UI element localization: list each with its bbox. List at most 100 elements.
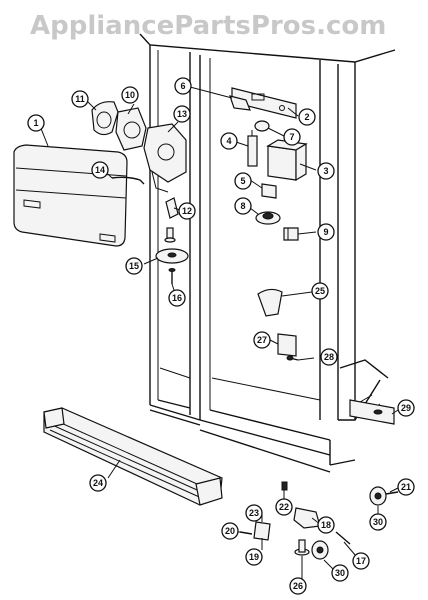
callout-circle xyxy=(27,114,45,132)
callout-circle xyxy=(245,548,263,566)
callout-14: 14 xyxy=(91,161,109,179)
callout-circle xyxy=(320,348,338,366)
callout-circle xyxy=(174,77,192,95)
part-22-screw xyxy=(281,481,288,491)
callout-label: 15 xyxy=(129,261,139,271)
part-30-roller-upper xyxy=(369,486,399,506)
callout-label: 30 xyxy=(335,568,345,578)
part-30-roller-lower xyxy=(311,540,329,560)
callout-28: 28 xyxy=(320,348,338,366)
callout-circle xyxy=(397,399,415,417)
callout-18: 18 xyxy=(317,516,335,534)
callout-circle xyxy=(369,513,387,531)
callout-6: 6 xyxy=(174,77,192,95)
callout-5: 5 xyxy=(234,172,252,190)
callout-circle xyxy=(168,289,186,307)
callout-label: 30 xyxy=(373,517,383,527)
watermark-text: AppliancePartsPros.com xyxy=(30,11,386,41)
callout-29: 29 xyxy=(397,399,415,417)
callout-label: 3 xyxy=(323,166,328,176)
callout-circle xyxy=(289,577,307,595)
callout-label: 25 xyxy=(315,286,325,296)
part-16-screw xyxy=(168,268,176,284)
callout-27: 27 xyxy=(253,331,271,349)
callout-4: 4 xyxy=(220,132,238,150)
callout-circle xyxy=(317,162,335,180)
callout-circle xyxy=(125,257,143,275)
part-15-disc xyxy=(155,248,189,264)
callout-24: 24 xyxy=(89,474,107,492)
part-29-rail xyxy=(349,399,395,425)
callout-26: 26 xyxy=(289,577,307,595)
callout-label: 2 xyxy=(304,112,309,122)
part-10-auger-motor xyxy=(115,107,147,151)
part-7-bulb xyxy=(254,120,270,132)
part-6-lamp-socket xyxy=(229,95,251,111)
part-26-leveler xyxy=(294,539,310,556)
callout-9: 9 xyxy=(317,223,335,241)
callout-label: 8 xyxy=(240,201,245,211)
callout-19: 19 xyxy=(245,548,263,566)
part-18-bracket xyxy=(293,507,321,529)
part-14-wire-link xyxy=(111,176,145,185)
callout-circle xyxy=(89,474,107,492)
callout-1: 1 xyxy=(27,114,45,132)
callout-circle xyxy=(234,197,252,215)
part-23-hinge xyxy=(253,521,271,541)
part-11-bracket xyxy=(91,101,119,136)
callout-label: 16 xyxy=(172,293,182,303)
callout-25: 25 xyxy=(311,282,329,300)
part-3-cover xyxy=(266,139,308,182)
callout-23: 23 xyxy=(245,504,263,522)
part-1-dispenser-panel xyxy=(13,144,128,247)
part-13-housing xyxy=(143,123,187,193)
callout-17: 17 xyxy=(352,552,370,570)
callout-circle xyxy=(317,516,335,534)
callout-circle xyxy=(220,132,238,150)
callout-8: 8 xyxy=(234,197,252,215)
callout-label: 17 xyxy=(356,556,366,566)
part-28-screw xyxy=(286,355,299,361)
callout-label: 26 xyxy=(293,581,303,591)
callout-20: 20 xyxy=(221,522,239,540)
callout-label: 5 xyxy=(240,176,245,186)
callout-label: 9 xyxy=(323,227,328,237)
part-25-spout xyxy=(257,288,283,317)
screw-stack xyxy=(164,227,176,243)
callout-12: 12 xyxy=(178,202,196,220)
callout-22: 22 xyxy=(275,498,293,516)
callout-16: 16 xyxy=(168,289,186,307)
callout-7: 7 xyxy=(283,128,301,146)
callout-circle xyxy=(245,504,263,522)
callout-circle xyxy=(71,90,89,108)
callout-circle xyxy=(221,522,239,540)
callout-30: 30 xyxy=(331,564,349,582)
callout-30: 30 xyxy=(369,513,387,531)
part-12-clip xyxy=(165,197,179,219)
callout-label: 7 xyxy=(289,132,294,142)
callout-label: 18 xyxy=(321,520,331,530)
callout-circle xyxy=(253,331,271,349)
callout-circle xyxy=(121,86,139,104)
callout-circle xyxy=(331,564,349,582)
callout-label: 22 xyxy=(279,502,289,512)
callouts: 1234567891011121314151617181920212223242… xyxy=(27,77,415,595)
callout-label: 6 xyxy=(180,81,185,91)
callout-2: 2 xyxy=(298,108,316,126)
part-17-pin xyxy=(335,531,351,545)
part-27-plate xyxy=(277,333,297,357)
part-8-knob xyxy=(255,211,281,225)
callout-15: 15 xyxy=(125,257,143,275)
part-24-grille xyxy=(43,407,223,506)
callout-label: 13 xyxy=(177,109,187,119)
callout-21: 21 xyxy=(397,478,415,496)
callout-circle xyxy=(173,105,191,123)
part-9-control xyxy=(283,227,299,241)
callout-11: 11 xyxy=(71,90,89,108)
callout-circle xyxy=(91,161,109,179)
callout-label: 4 xyxy=(226,136,231,146)
callout-label: 11 xyxy=(75,94,85,104)
part-4-switch xyxy=(247,130,258,167)
callout-label: 27 xyxy=(257,335,267,345)
